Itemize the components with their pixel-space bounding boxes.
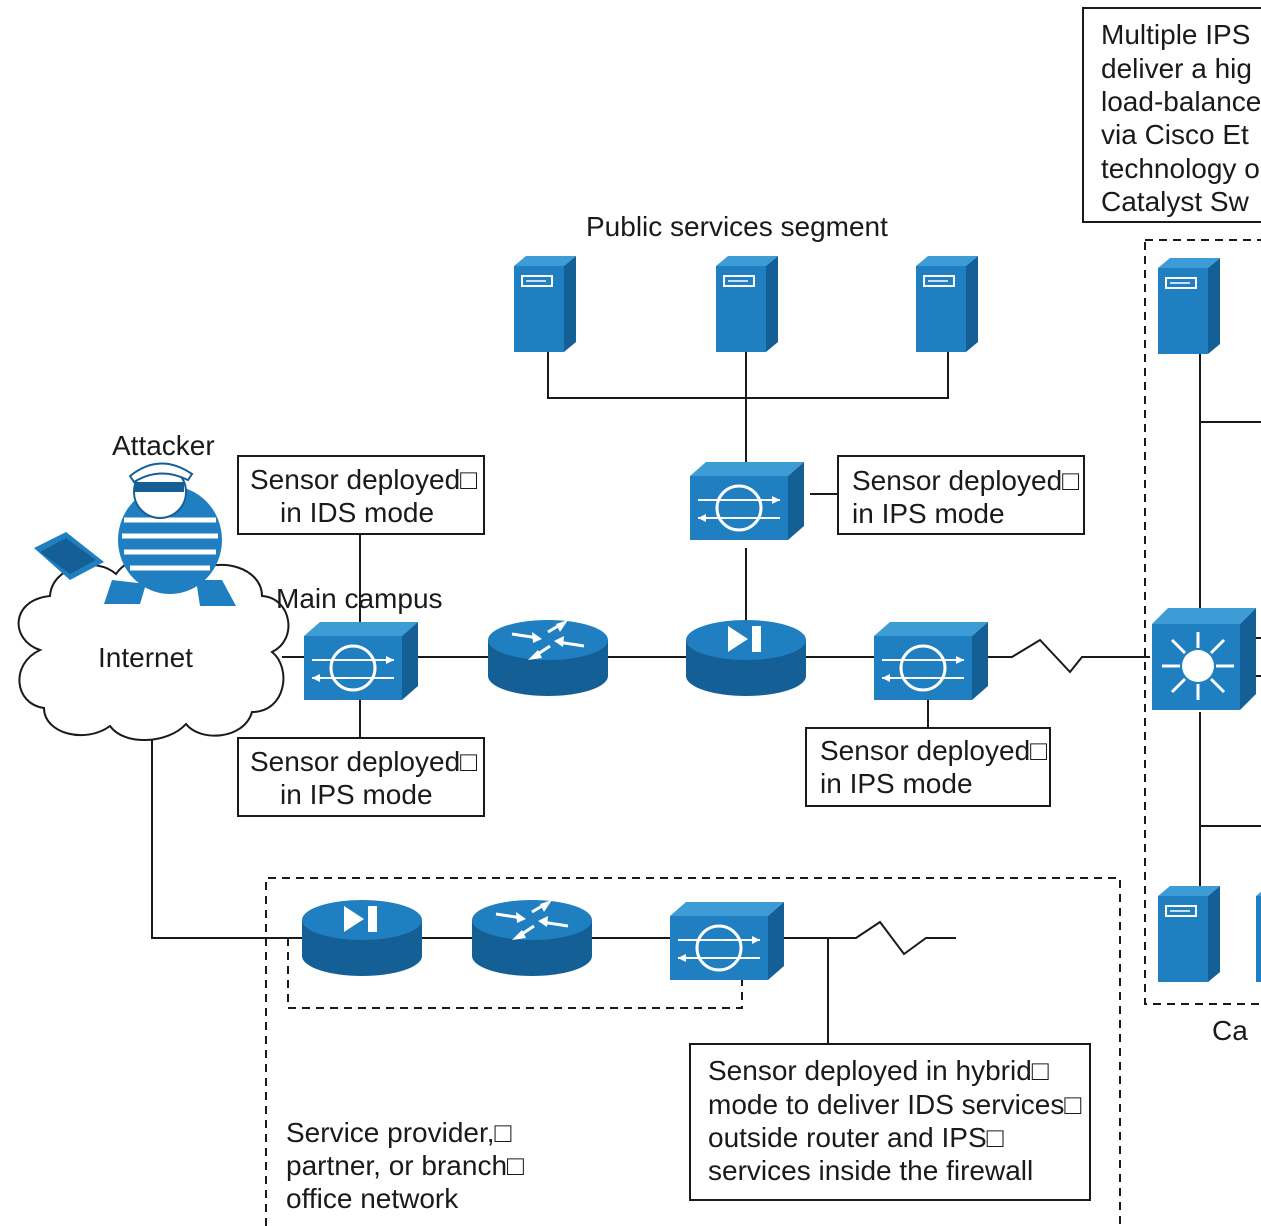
svg-text:Sensor deployed□ in IPS: Sensor deployed□ in IPS mode bbox=[852, 465, 1087, 529]
callout-ips-mode-public: Sensor deployed□ in IPS mode bbox=[837, 455, 1087, 535]
svg-text:Sensor deployed□ in IPS: Sensor deployed□ in IPS mode bbox=[250, 746, 485, 810]
callout-hybrid-mode: Sensor deployed in hybrid□ mode to deliv… bbox=[689, 1043, 1091, 1201]
callout-multiple-ips: Multiple IPS deliver a hig load-balance … bbox=[1082, 7, 1261, 223]
ips-sensor-wan bbox=[872, 620, 990, 702]
campus-server-bottom-2 bbox=[1255, 885, 1261, 983]
attacker-label: Attacker bbox=[112, 430, 215, 461]
svg-text:Sensor deployed□ in IPS: Sensor deployed□ in IPS mode bbox=[820, 735, 1055, 799]
callout-ids-mode: Sensor deployed□ in IDS mode bbox=[237, 455, 485, 535]
router-branch bbox=[470, 898, 594, 978]
svg-text:Sensor deployed in hybrid□: Sensor deployed in hybrid□ mode to deliv… bbox=[708, 1055, 1089, 1186]
ips-sensor-branch bbox=[668, 900, 786, 982]
campus-cut-label: Ca bbox=[1212, 1015, 1248, 1046]
internet-label: Internet bbox=[98, 642, 193, 673]
service-provider-label: Service provider,□ partner, or branch□ o… bbox=[286, 1117, 532, 1214]
campus-server-top bbox=[1157, 257, 1221, 355]
ips-sensor-public bbox=[688, 460, 806, 542]
ips-sensor-main-campus bbox=[302, 620, 420, 702]
public-server-3 bbox=[915, 255, 979, 353]
public-server-2 bbox=[715, 255, 779, 353]
svg-text:Sensor deployed□ in IDS: Sensor deployed□ in IDS mode bbox=[250, 464, 485, 528]
callout-ips-mode-wan: Sensor deployed□ in IPS mode bbox=[805, 727, 1055, 807]
campus-server-bottom-1 bbox=[1157, 885, 1221, 983]
firewall-branch bbox=[302, 900, 422, 976]
dashed-regions bbox=[265, 239, 1261, 1226]
public-server-1 bbox=[513, 255, 577, 353]
router-main bbox=[486, 618, 610, 698]
public-services-label: Public services segment bbox=[586, 211, 888, 242]
main-campus-label: Main campus bbox=[276, 583, 443, 614]
svg-text:Multiple IPS deliver a h: Multiple IPS deliver a hig load-balance … bbox=[1101, 19, 1261, 217]
callout-ips-mode-left: Sensor deployed□ in IPS mode bbox=[237, 737, 485, 817]
campus-switch bbox=[1150, 606, 1258, 712]
firewall-main bbox=[686, 620, 806, 696]
attacker-figure bbox=[34, 462, 236, 606]
